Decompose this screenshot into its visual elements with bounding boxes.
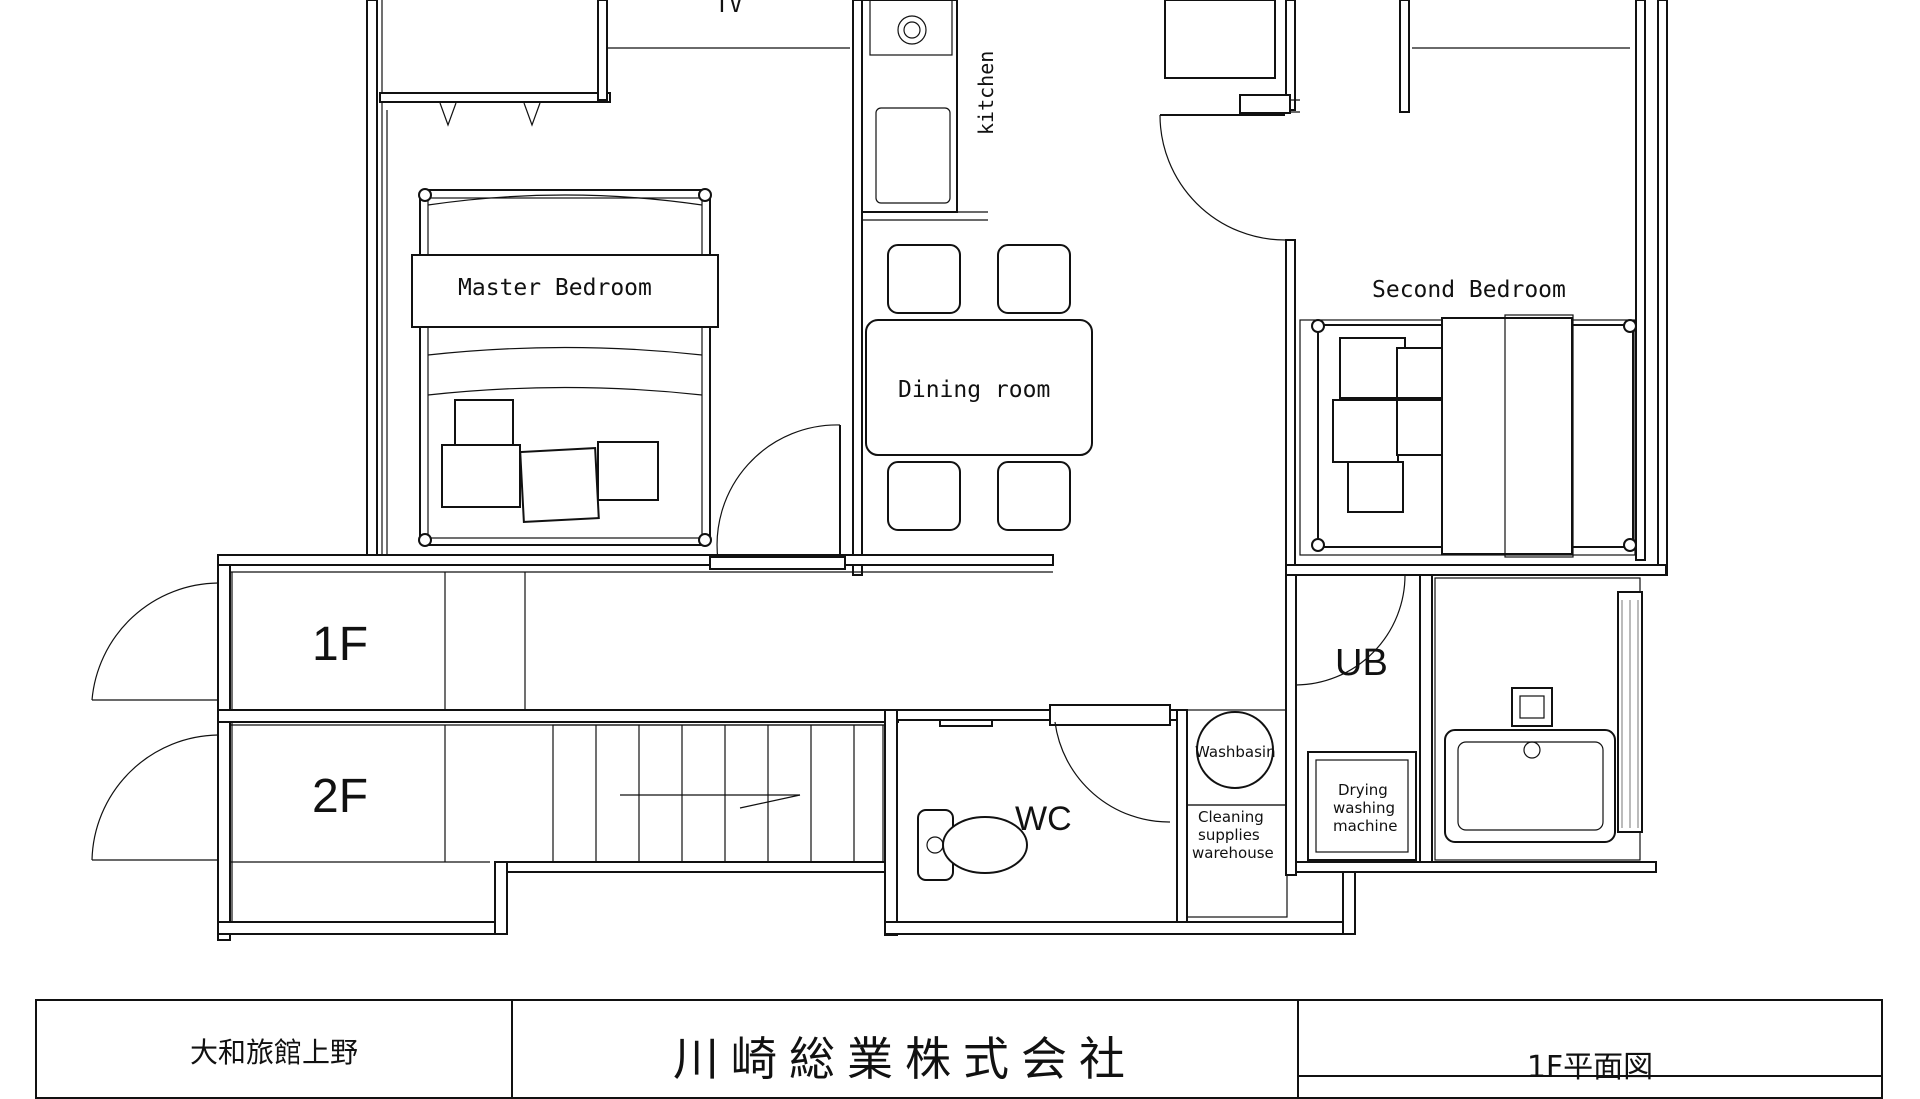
wall — [597, 0, 608, 101]
wall — [1635, 0, 1646, 561]
wall — [852, 0, 863, 576]
cleaning-supplies-label-line1: Cleaning — [1198, 808, 1264, 826]
dining-table-set — [865, 244, 1093, 531]
washbasin-label: Washbasin — [1195, 743, 1276, 761]
wall — [1285, 564, 1667, 576]
wall — [1285, 239, 1296, 576]
floor-plan: WC Washbasin Cleaning supplies warehouse… — [91, 0, 1668, 941]
wall — [884, 921, 1356, 935]
tv-label: TV — [715, 0, 743, 18]
second-floor-label: 2F — [312, 770, 368, 823]
cleaning-supplies-label-line3: warehouse — [1192, 844, 1274, 862]
title-block: 大和旅館上野 川崎総業株式会社 1F平面図 — [35, 999, 1883, 1099]
wall — [379, 92, 611, 103]
cleaning-supplies-label-line2: supplies — [1198, 826, 1260, 844]
bathtub — [1434, 577, 1643, 861]
closet-hangers — [439, 102, 541, 127]
wall — [217, 564, 231, 941]
property-name: 大和旅館上野 — [37, 1001, 513, 1097]
dining-room-label: Dining room — [898, 377, 1050, 403]
wall — [506, 861, 888, 873]
wall — [1657, 0, 1668, 576]
wall — [1399, 0, 1410, 113]
wc-label: WC — [1015, 800, 1072, 838]
wall — [1342, 871, 1356, 935]
door-swing — [1159, 114, 1286, 241]
wall — [1285, 574, 1297, 876]
wall — [884, 709, 898, 936]
wall — [1295, 861, 1657, 873]
washing-machine — [1307, 751, 1417, 861]
drawing-title-cell: 1F平面図 — [1299, 1001, 1881, 1097]
wall — [1176, 709, 1188, 923]
door-swing — [1295, 574, 1406, 686]
wall — [1285, 0, 1296, 111]
first-floor-label: 1F — [312, 618, 368, 671]
drawing-title: 1F平面図 — [1299, 1022, 1881, 1085]
wall — [1419, 574, 1433, 863]
door-swing — [716, 424, 841, 561]
washing-machine-label-line2: washing — [1333, 799, 1395, 817]
kitchen-counter — [861, 0, 988, 221]
wall — [217, 554, 1054, 566]
company-name: 川崎総業株式会社 — [513, 1001, 1299, 1097]
washing-machine-label-line3: machine — [1333, 817, 1397, 835]
staircase — [552, 724, 884, 863]
second-bedroom-label: Second Bedroom — [1372, 277, 1566, 303]
door-swing — [91, 734, 219, 861]
second-bed — [1299, 314, 1637, 558]
master-bedroom-label: Master Bedroom — [458, 275, 652, 301]
door-swing — [91, 582, 219, 701]
wall — [366, 0, 378, 561]
washing-machine-label-line1: Drying — [1338, 781, 1388, 799]
toilet — [917, 809, 1028, 881]
wall — [217, 709, 899, 723]
door-swing — [1054, 721, 1171, 823]
wall — [217, 921, 499, 935]
wall — [494, 861, 508, 935]
ub-label: UB — [1335, 642, 1388, 684]
master-bed — [411, 188, 719, 547]
kitchen-label: kitchen — [974, 51, 998, 135]
